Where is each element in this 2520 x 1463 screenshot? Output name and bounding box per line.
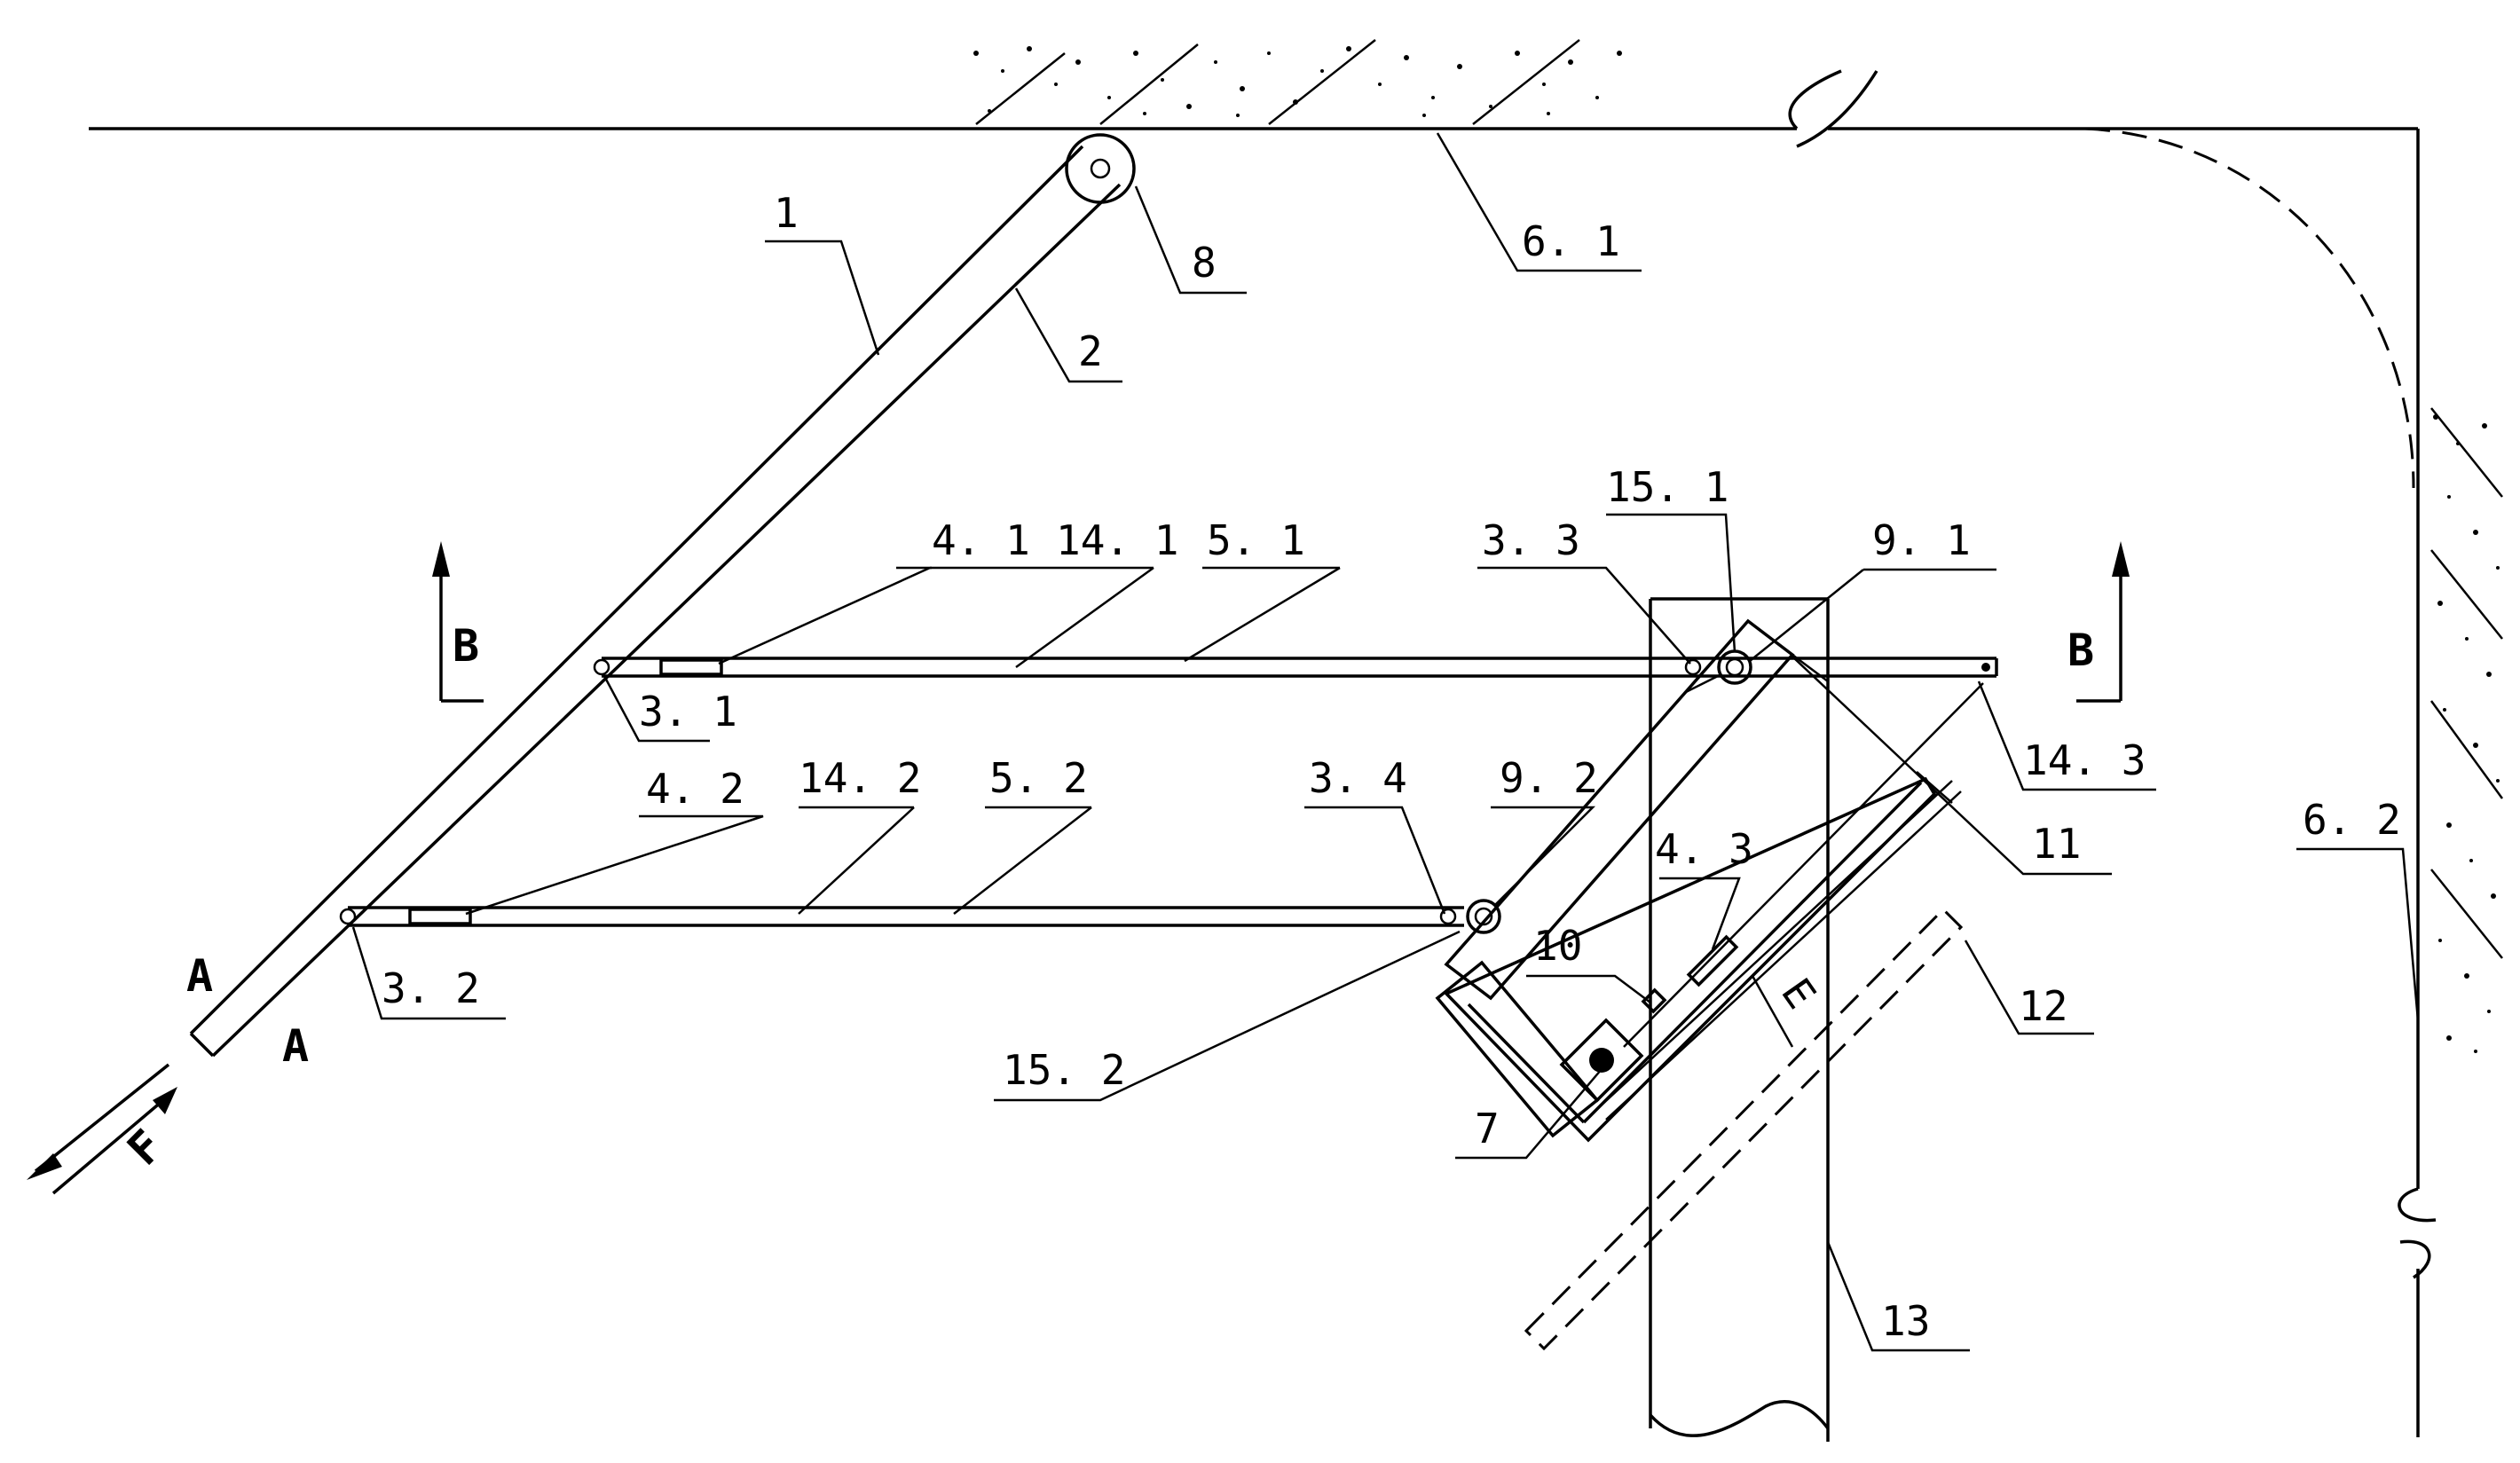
lower-rod — [339, 899, 1501, 934]
label-6-2: 6. 2 — [2303, 796, 2401, 844]
open-position-dashed — [1524, 907, 1964, 1351]
section-b-right: B — [2067, 541, 2130, 703]
section-b-left: B — [432, 541, 484, 703]
label-5-2: 5. 2 — [989, 754, 1088, 802]
label-e: E — [1772, 970, 1825, 1018]
label-14-2: 14. 2 — [799, 754, 921, 802]
side-wall-speckle — [2433, 414, 2500, 1053]
ceiling-speckle — [973, 46, 1622, 117]
post-13 — [1649, 597, 1830, 1442]
label-13: 13 — [1881, 1297, 1930, 1345]
label-3-4: 3. 4 — [1309, 754, 1407, 802]
label-14-3: 14. 3 — [2023, 736, 2146, 784]
label-15-2: 15. 2 — [1003, 1046, 1125, 1094]
label-a-1: A — [186, 950, 213, 1002]
label-3-2: 3. 2 — [382, 964, 480, 1012]
side-wall — [2084, 127, 2504, 1437]
label-6-1: 6. 1 — [1522, 217, 1620, 265]
label-9-2: 9. 2 — [1500, 754, 1598, 802]
label-f: F — [117, 1120, 172, 1175]
side-wall-hatch — [2429, 407, 2504, 959]
label-b-1: B — [453, 620, 479, 672]
callouts: 1 2 8 6. 1 6. 2 4. 1 14. 1 5. 1 3. 3 15.… — [351, 132, 2420, 1352]
label-3-1: 3. 1 — [639, 688, 737, 735]
label-11: 11 — [2032, 820, 2081, 868]
label-2: 2 — [1078, 327, 1103, 375]
label-b-2: B — [2067, 625, 2094, 676]
label-4-2: 4. 2 — [646, 765, 744, 813]
label-4-1: 4. 1 — [932, 516, 1030, 564]
label-4-3: 4. 3 — [1655, 825, 1753, 873]
label-7: 7 — [1475, 1105, 1500, 1152]
upper-rod — [593, 649, 1998, 685]
label-5-1: 5. 1 — [1207, 516, 1305, 564]
ceiling-hatch — [975, 39, 1580, 125]
label-9-1: 9. 1 — [1872, 516, 1971, 564]
ceiling-wall — [89, 39, 2418, 148]
label-14-1: 14. 1 — [1056, 516, 1178, 564]
label-8: 8 — [1192, 239, 1217, 287]
label-12: 12 — [2019, 982, 2067, 1030]
label-3-3: 3. 3 — [1482, 516, 1580, 564]
main-arm — [189, 145, 1122, 1058]
label-15-1: 15. 1 — [1606, 463, 1729, 511]
swing-arc — [2084, 127, 2415, 489]
section-a: A A F — [27, 950, 309, 1195]
pivot-8 — [1065, 133, 1136, 204]
label-1: 1 — [774, 189, 799, 237]
label-10: 10 — [1533, 922, 1582, 970]
tilted-frame — [1435, 618, 1984, 1143]
label-a-2: A — [282, 1020, 309, 1072]
